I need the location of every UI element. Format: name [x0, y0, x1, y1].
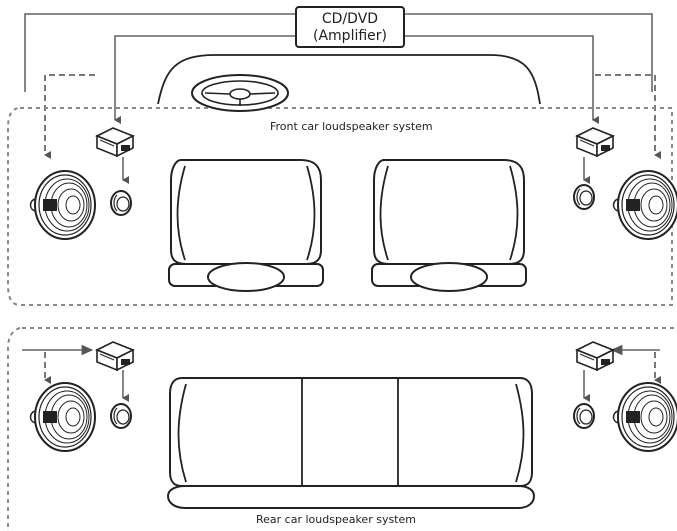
front-right-woofer-icon: [612, 170, 677, 240]
rear-right-amplifier-unit-icon: [576, 341, 614, 371]
front-left-amplifier-unit-icon: [96, 127, 134, 157]
front-left-seat-icon: [168, 159, 324, 292]
front-zone-label: Front car loudspeaker system: [270, 120, 433, 133]
rear-right-woofer-icon: [612, 382, 677, 452]
dashboard-outline: [157, 54, 541, 105]
rear-zone-boundary: [7, 327, 677, 531]
rear-left-tweeter-icon: [110, 403, 132, 429]
rear-left-amplifier-unit-icon: [96, 341, 134, 371]
rear-bench-seat-icon: [166, 377, 536, 509]
amplifier-wiring: [24, 13, 653, 124]
front-left-woofer-icon: [29, 170, 96, 240]
front-right-seat-icon: [371, 159, 527, 292]
steering-wheel-icon: [191, 74, 289, 112]
rear-zone-label: Rear car loudspeaker system: [256, 513, 416, 526]
rear-right-tweeter-icon: [573, 403, 595, 429]
amplifier-title: CD/DVD: [321, 11, 379, 27]
front-right-amplifier-unit-icon: [576, 127, 614, 157]
rear-left-woofer-icon: [29, 382, 96, 452]
front-left-tweeter-icon: [110, 190, 132, 216]
front-right-tweeter-icon: [573, 184, 595, 210]
amplifier-box: CD/DVD (Amplifier): [295, 6, 405, 48]
amplifier-subtitle: (Amplifier): [313, 28, 387, 44]
speaker-signal-lines: [44, 74, 661, 384]
